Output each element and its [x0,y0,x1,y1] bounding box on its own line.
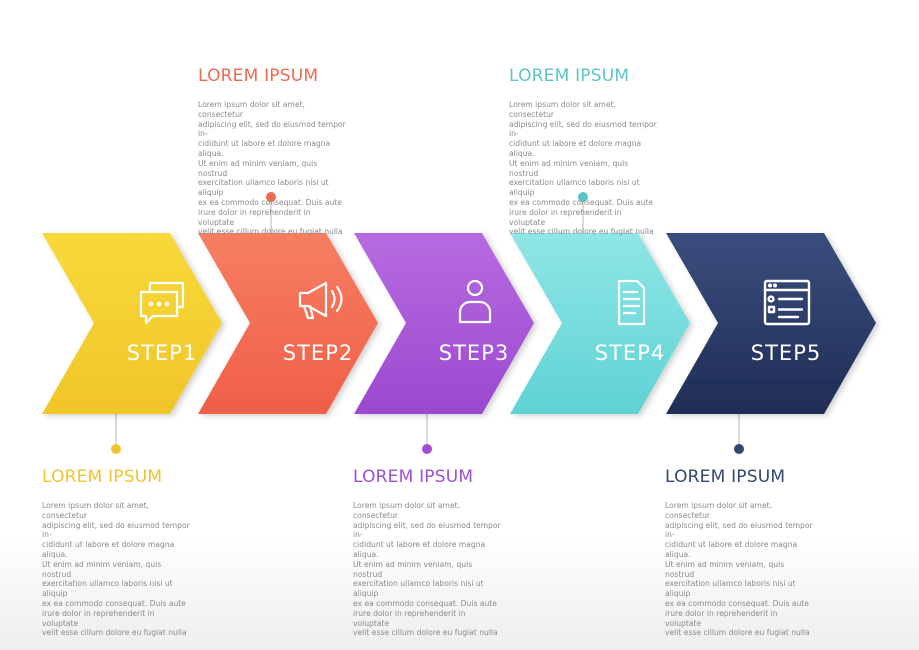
step-4-body: Lorem ipsum dolor sit amet, consectetur … [509,100,657,237]
step-3-description: LOREM IPSUM Lorem ipsum dolor sit amet, … [353,467,513,638]
step-arrow-3 [354,233,534,414]
connector-dot-1 [111,444,121,454]
step-label-1: STEP1 [127,341,197,365]
connector-dot-5 [734,444,744,454]
step-4-title: LOREM IPSUM [509,66,630,86]
connector-dot-2 [266,192,276,202]
step-arrow-1 [42,233,222,414]
step-label-2: STEP2 [283,341,353,365]
step-5-title: LOREM IPSUM [665,467,786,487]
step-2-description: LOREM IPSUM Lorem ipsum dolor sit amet, … [198,66,358,237]
step-1-title: LOREM IPSUM [42,467,163,487]
step-5-description: LOREM IPSUM Lorem ipsum dolor sit amet, … [665,467,825,638]
user-icon [458,279,492,324]
step-5-body: Lorem ipsum dolor sit amet, consectetur … [665,501,813,638]
step-3-body: Lorem ipsum dolor sit amet, consectetur … [353,501,501,638]
step-label-4: STEP4 [595,341,665,365]
step-label-5: STEP5 [751,341,821,365]
connector-dot-4 [578,192,588,202]
document-icon [617,279,646,326]
browser-list-icon [763,279,811,326]
step-1-description: LOREM IPSUM Lorem ipsum dolor sit amet, … [42,467,202,638]
chat-bubbles-icon [139,281,185,325]
step-2-body: Lorem ipsum dolor sit amet, consectetur … [198,100,346,237]
step-4-description: LOREM IPSUM Lorem ipsum dolor sit amet, … [509,66,669,237]
step-arrow-2 [198,233,378,414]
step-label-3: STEP3 [439,341,509,365]
step-arrow-4 [510,233,690,414]
connector-dot-3 [422,444,432,454]
step-3-title: LOREM IPSUM [353,467,474,487]
step-2-title: LOREM IPSUM [198,66,319,86]
connectors [111,192,744,454]
megaphone-icon [298,281,343,320]
step-1-body: Lorem ipsum dolor sit amet, consectetur … [42,501,190,638]
step-arrows [42,233,876,414]
